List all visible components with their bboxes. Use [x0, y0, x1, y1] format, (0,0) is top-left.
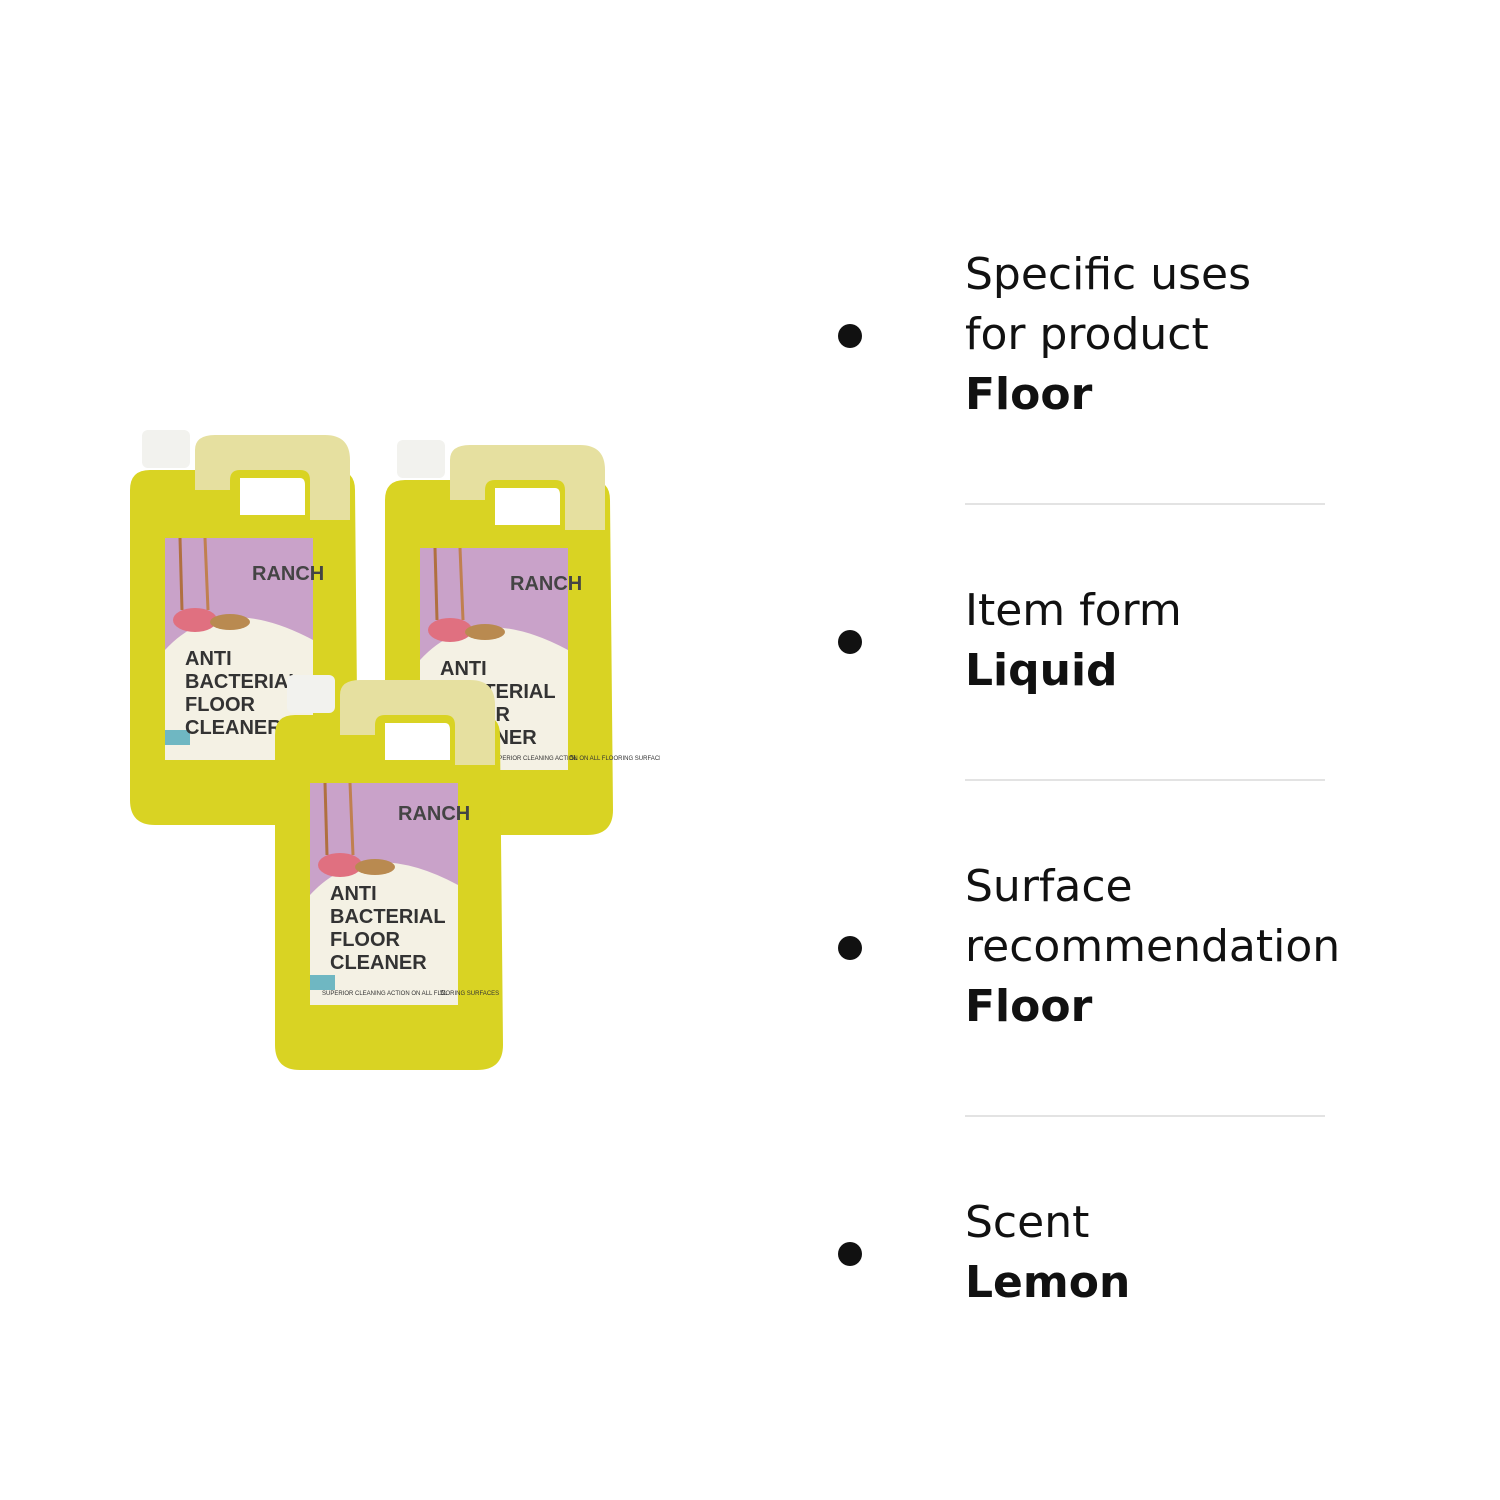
jug-front: RANCH ANTI BACTERIAL FLOOR CLEANER SUPER… [273, 673, 505, 1072]
volume-label: 5L [570, 755, 578, 762]
attribute-surface-recommendation: Surface recommendation Floor [965, 857, 1341, 1037]
brand-label: RANCH [252, 563, 324, 585]
attribute-value: Liquid [965, 645, 1118, 696]
attribute-specific-uses: Specific uses for product Floor [965, 245, 1325, 425]
brand-label: RANCH [510, 573, 582, 595]
label-line-4: CLEANER [185, 717, 282, 739]
bullet-icon [838, 936, 862, 960]
attribute-label: Specific uses for product [965, 249, 1252, 360]
product-image: RANCH ANTI BACTERIAL FLOOR CLEANER RANCH… [128, 428, 660, 1072]
tagline: SUPERIOR CLEANING ACTION ON ALL FLOORING… [322, 991, 499, 997]
tagline: SUPERIOR CLEANING ACTION ON ALL FLOORING… [490, 756, 660, 762]
label-line-3: FLOOR [330, 929, 401, 951]
attribute-scent: Scent Lemon [965, 1193, 1325, 1313]
bullet-icon [838, 324, 862, 348]
label-line-2: BACTERIAL [185, 671, 301, 693]
divider [965, 503, 1325, 505]
bullet-icon [838, 630, 862, 654]
label-line-1: ANTI [185, 648, 232, 670]
attribute-item-form: Item form Liquid [965, 581, 1325, 701]
attribute-label: Surface recommendation [965, 861, 1341, 972]
attribute-label: Scent [965, 1197, 1090, 1248]
label-line-1: ANTI [440, 658, 487, 680]
jug-back-left: RANCH ANTI BACTERIAL FLOOR CLEANER [128, 428, 360, 827]
label-line-1: ANTI [330, 883, 377, 905]
attribute-value: Lemon [965, 1257, 1131, 1308]
label-line-4: CLEANER [330, 952, 427, 974]
label-line-3: FLOOR [185, 694, 256, 716]
divider [965, 779, 1325, 781]
attribute-value: Floor [965, 369, 1093, 420]
label-line-2: BACTERIAL [330, 906, 446, 928]
brand-label: RANCH [398, 803, 470, 825]
bullet-icon [838, 1242, 862, 1266]
volume-label: 5L [440, 990, 448, 997]
attribute-label: Item form [965, 585, 1182, 636]
divider [965, 1115, 1325, 1117]
attribute-value: Floor [965, 981, 1093, 1032]
